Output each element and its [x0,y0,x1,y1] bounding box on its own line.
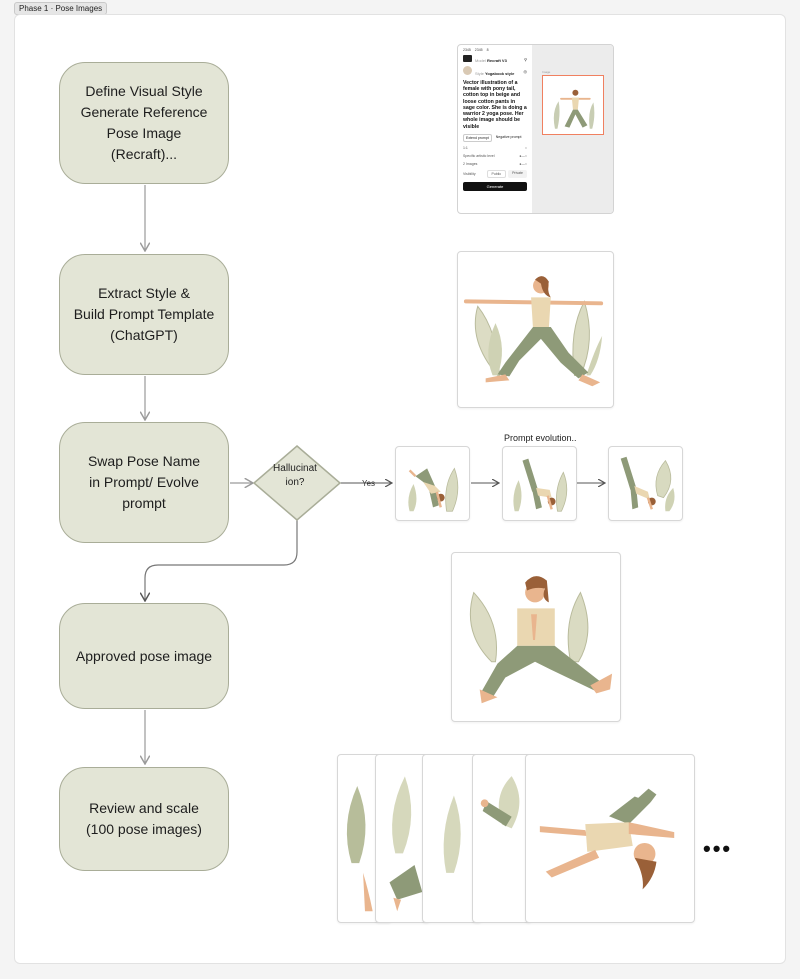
step-label: Review and scale (100 pose images) [86,800,202,837]
step-label: Swap Pose Name in Prompt/ Evolve prompt [87,453,201,511]
credit-value: 2345 [474,48,483,52]
more-images-ellipsis: ••• [703,836,733,861]
recraft-ui-screenshot: 2345 2345 8 Model Recraft V3 ⚲ Style Yog… [457,44,614,214]
artistic-level-label: Specific artistic level [463,153,495,158]
ratio-value: 1:1 [463,145,468,150]
warrior-pose-thumbnail [553,89,595,129]
stacked-illustration-fragment [346,785,373,912]
visibility-public-option[interactable]: Public [486,169,507,178]
canvas-label: Image [542,70,551,74]
model-caption: Model [475,58,486,63]
model-value: Recraft V3 [487,58,507,63]
refined-three-legged-dog-illustration [620,456,675,512]
step-swap-pose-name[interactable]: Swap Pose Name in Prompt/ Evolve prompt [59,422,229,543]
prompt-text[interactable]: Vector illustration of a female with pon… [463,80,527,130]
stacked-illustration-fragment [480,776,520,829]
model-thumbnail [463,55,472,62]
three-legged-dog-variant-illustration [513,458,568,512]
recraft-canvas-area: Image [532,45,613,213]
step-label: Extract Style & Build Prompt Template (C… [73,285,215,343]
palette-icon[interactable]: ◎ [523,68,528,74]
negative-prompt-button[interactable]: Negative prompt [495,134,522,139]
artistic-level-row[interactable]: Specific artistic level ●—○ [463,154,527,158]
slider-icon[interactable]: ●—○ [519,161,527,166]
stacked-illustration-fragment [389,776,423,912]
radio-icon[interactable]: ○ [524,145,527,150]
step-review-and-scale[interactable]: Review and scale (100 pose images) [59,767,229,871]
ratio-row[interactable]: 1:1 ○ [463,146,527,150]
link-icon[interactable]: ⚲ [524,56,527,62]
approved-pose-image[interactable] [451,552,621,722]
reference-pose-image[interactable] [457,251,614,408]
reclined-twist-pose-illustration [539,788,675,890]
step-extract-style[interactable]: Extract Style & Build Prompt Template (C… [59,254,229,375]
downward-dog-variant-illustration [408,467,459,512]
credit-value: 8 [486,48,489,52]
images-count-row[interactable]: 2 Images ●—○ [463,162,527,166]
stacked-pose-image-5[interactable] [525,754,695,923]
visibility-label: Visibility [463,171,476,176]
slider-icon[interactable]: ●—○ [519,153,527,158]
step-label: Approved pose image [75,647,213,664]
decision-label: Hallucinat ion? [273,463,317,488]
style-caption: Style [475,71,484,76]
lunge-prayer-pose-illustration [469,576,613,704]
recraft-settings-panel: 2345 2345 8 Model Recraft V3 ⚲ Style Yog… [458,45,532,213]
credits-row: 2345 2345 8 [463,48,527,52]
prompt-evolution-caption: Prompt evolution.. [504,433,577,443]
model-row[interactable]: Model Recraft V3 ⚲ [463,55,527,63]
credit-value: 2345 [463,48,471,52]
step-label: Define Visual Style Generate Reference P… [80,83,208,162]
style-thumbnail [463,66,472,75]
generate-button[interactable]: Generate [463,181,527,191]
step-approved-pose-image[interactable]: Approved pose image [59,603,229,709]
selected-image-frame[interactable] [542,75,604,135]
stacked-illustration-fragment [443,795,461,873]
yes-label: Yes [362,479,376,488]
stacked-pose-image-2[interactable] [375,754,430,923]
evolution-image-2[interactable] [502,446,577,521]
evolution-image-1[interactable] [395,446,470,521]
visibility-private-option[interactable]: Private [508,169,527,178]
style-value: Yogabook style [485,71,515,76]
step-define-visual-style[interactable]: Define Visual Style Generate Reference P… [59,62,229,184]
images-count-value: 2 Images [463,161,478,166]
extend-prompt-button[interactable]: Extend prompt [463,133,492,142]
stacked-pose-image-4[interactable] [472,754,532,923]
evolution-image-3[interactable] [608,446,683,521]
warrior-two-pose-illustration [463,276,604,387]
style-row[interactable]: Style Yogabook style ◎ [463,66,527,76]
